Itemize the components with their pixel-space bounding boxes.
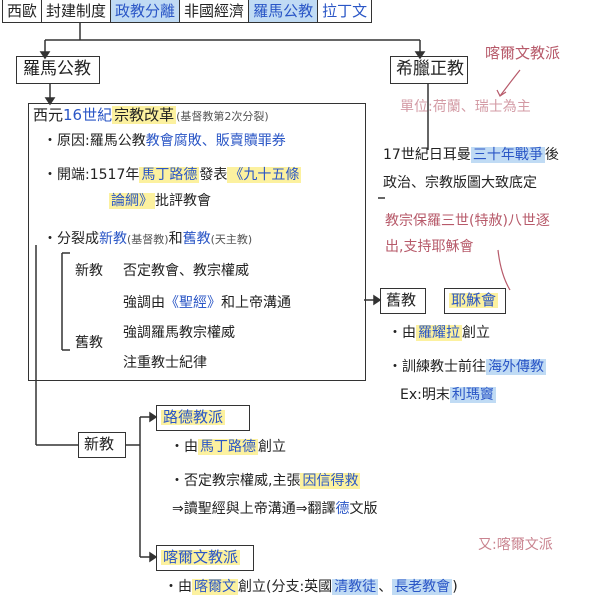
roman-catholic-box: 羅馬公教	[16, 56, 100, 84]
old-church-line-2: 注重教士紀律	[123, 355, 207, 371]
jesuit-line-3: Ex:明末利瑪竇	[400, 387, 496, 403]
jesuit-label: 耶穌會	[449, 291, 499, 309]
calvinist-box: 喀爾文教派	[156, 545, 254, 571]
top-tabs: 西歐 封建制度 政教分離 非國經濟 羅馬公教 拉丁文	[2, 0, 373, 23]
old-church-label: 舊教	[75, 335, 103, 351]
start-line-2: 論綱》批評教會	[109, 193, 211, 209]
lutheran-box: 路德教派	[156, 405, 250, 431]
tab-economy: 非國經濟	[180, 0, 250, 22]
calvinism-side-note: 喀爾文教派	[485, 44, 561, 62]
new-church-label: 新教	[75, 263, 103, 279]
roman-catholic-title: 羅馬公教	[23, 59, 91, 79]
reformation-main-box: 西元16世紀宗教改革(基督教第2次分裂) ・原因:羅馬公教教會腐敗、販賣贖罪券 …	[28, 103, 366, 381]
lutheran-line-1: ・由馬丁路德創立	[170, 439, 286, 455]
reformation-title: 西元16世紀宗教改革(基督教第2次分裂)	[33, 106, 269, 124]
new-church-line-2: 強調由《聖經》和上帝溝通	[123, 295, 291, 311]
jesuit-line-2: ・訓練教士前往海外傳教	[388, 359, 546, 375]
start-line: ・開端:1517年馬丁路德發表《九十五條	[43, 167, 302, 183]
faded-region-note: 單位:荷蘭、瑞士為主	[400, 99, 531, 115]
orthodox-box: 希臘正教	[390, 56, 468, 84]
old-church-box-label: 舊教	[386, 291, 417, 309]
pope-note-line-2: 出,支持耶穌會	[385, 239, 474, 255]
calvinism-bottom-note: 又:喀爾文派	[478, 537, 553, 553]
lutheran-line-2: ・否定教宗權威,主張因信得救	[170, 473, 361, 489]
orthodox-title: 希臘正教	[396, 59, 464, 79]
tab-feudal-system: 封建制度	[42, 0, 112, 22]
jesuit-line-1: ・由羅耀拉創立	[388, 325, 490, 341]
calvinist-line-1: ・由喀爾文創立(分支:英國清教徒、長老教會)	[164, 579, 458, 595]
cause-line: ・原因:羅馬公教教會腐敗、販賣贖罪券	[43, 133, 286, 149]
lutheran-title: 路德教派	[161, 408, 226, 426]
new-church-box-label: 新教	[84, 435, 115, 453]
calvinist-title: 喀爾文教派	[161, 548, 241, 566]
jesuit-box: 耶穌會	[444, 288, 506, 314]
tab-latin: 拉丁文	[322, 2, 368, 20]
old-church-line-1: 強調羅馬教宗權威	[123, 325, 235, 341]
tab-roman-catholic: 羅馬公教	[249, 0, 319, 22]
lutheran-line-3: ⇒讀聖經與上帝溝通⇒翻譯德文版	[172, 501, 378, 517]
pope-note-line-1: 教宗保羅三世(特赦)八世逐	[385, 213, 550, 229]
thirty-years-war-line-2: 政治、宗教版圖大致底定	[383, 175, 537, 191]
tab-western-europe: 西歐	[3, 0, 43, 22]
new-church-line-1: 否定教會、教宗權威	[123, 263, 249, 279]
old-church-box: 舊教	[380, 288, 426, 314]
tab-separation: 政教分離	[111, 0, 181, 22]
thirty-years-war-line-1: 17世紀日耳曼三十年戰爭後	[383, 147, 559, 163]
split-line: ・分裂成新教(基督教)和舊教(天主教)	[43, 231, 253, 247]
new-church-box: 新教	[78, 432, 126, 458]
